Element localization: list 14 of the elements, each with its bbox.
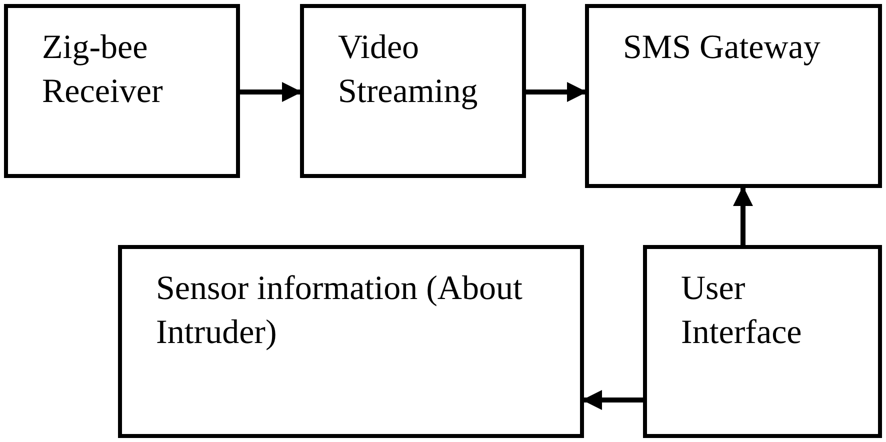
process-box [4,4,240,178]
box-label: User Interface [681,269,803,353]
arrow [582,390,643,410]
arrow [240,82,302,102]
box-label: SMS Gateway [623,28,822,68]
box-label: Sensor information (About Intruder) [156,269,524,353]
box-label: Zig-bee Receiver [42,28,164,112]
process-box [300,4,526,178]
process-box [118,245,584,438]
box-label: Video Streaming [338,28,479,112]
arrow [526,82,587,102]
process-box [585,4,882,188]
arrow [733,186,753,245]
process-box [643,245,882,438]
